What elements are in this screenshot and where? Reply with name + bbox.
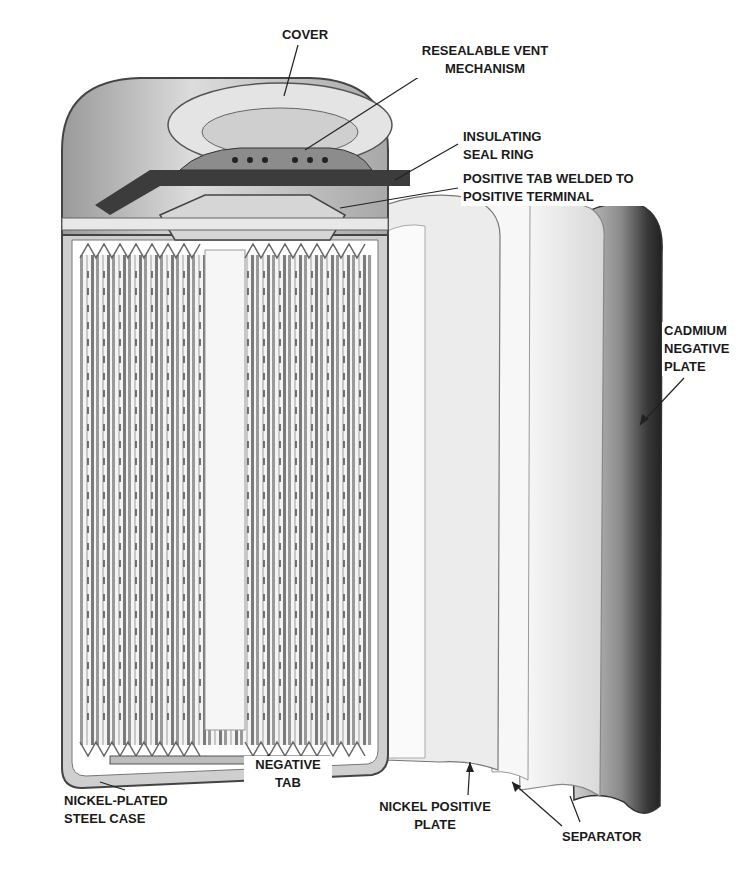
part-label: NEGATIVE TAB <box>244 756 332 792</box>
part-label: RESEALABLE VENT MECHANISM <box>408 42 562 78</box>
part-label: COVER <box>268 26 342 44</box>
vent-mechanism <box>180 148 372 170</box>
part-label: NICKEL-PLATED STEEL CASE <box>62 792 184 828</box>
plate-bottoms <box>80 742 365 756</box>
plate-tops <box>80 244 365 258</box>
cover-rim <box>62 218 388 230</box>
leader-arrowheads <box>466 414 649 792</box>
case-inner <box>72 240 378 776</box>
part-label: NICKEL POSITIVE PLATE <box>370 798 500 834</box>
part-label: CADMIUM NEGATIVE PLATE <box>662 322 746 376</box>
leader-lines <box>100 45 684 826</box>
center-core <box>205 250 245 730</box>
part-label: INSULATING SEAL RING <box>461 128 565 164</box>
part-label: POSITIVE TAB WELDED TO POSITIVE TERMINAL <box>461 170 653 206</box>
part-label: SEPARATOR <box>560 828 674 846</box>
steel-case <box>62 225 388 788</box>
separator-sheet <box>385 225 425 758</box>
nickel-plate-sheet <box>385 195 500 770</box>
